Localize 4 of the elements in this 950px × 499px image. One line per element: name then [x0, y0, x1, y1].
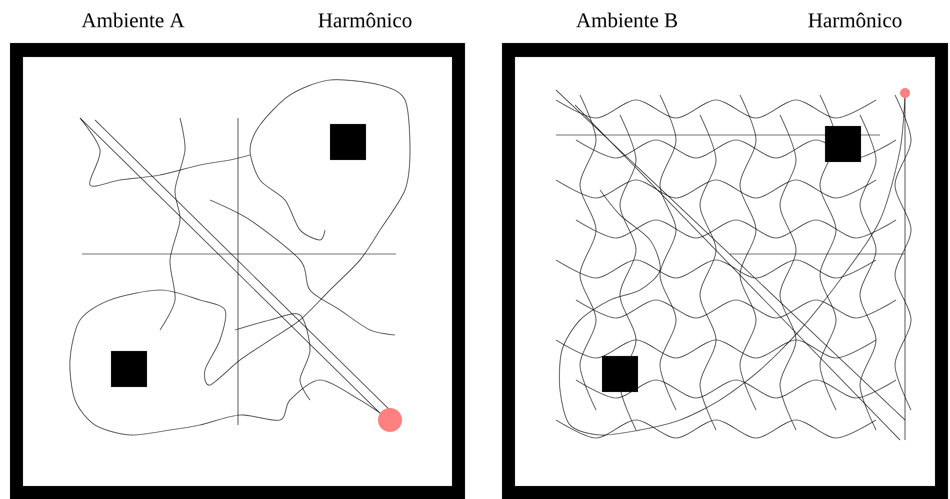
panel-title: Ambiente B [576, 12, 678, 28]
panel-title: Harmônico [808, 12, 902, 28]
panel-title: Ambiente A [82, 12, 184, 28]
panel-title: Harmônico [318, 12, 412, 28]
